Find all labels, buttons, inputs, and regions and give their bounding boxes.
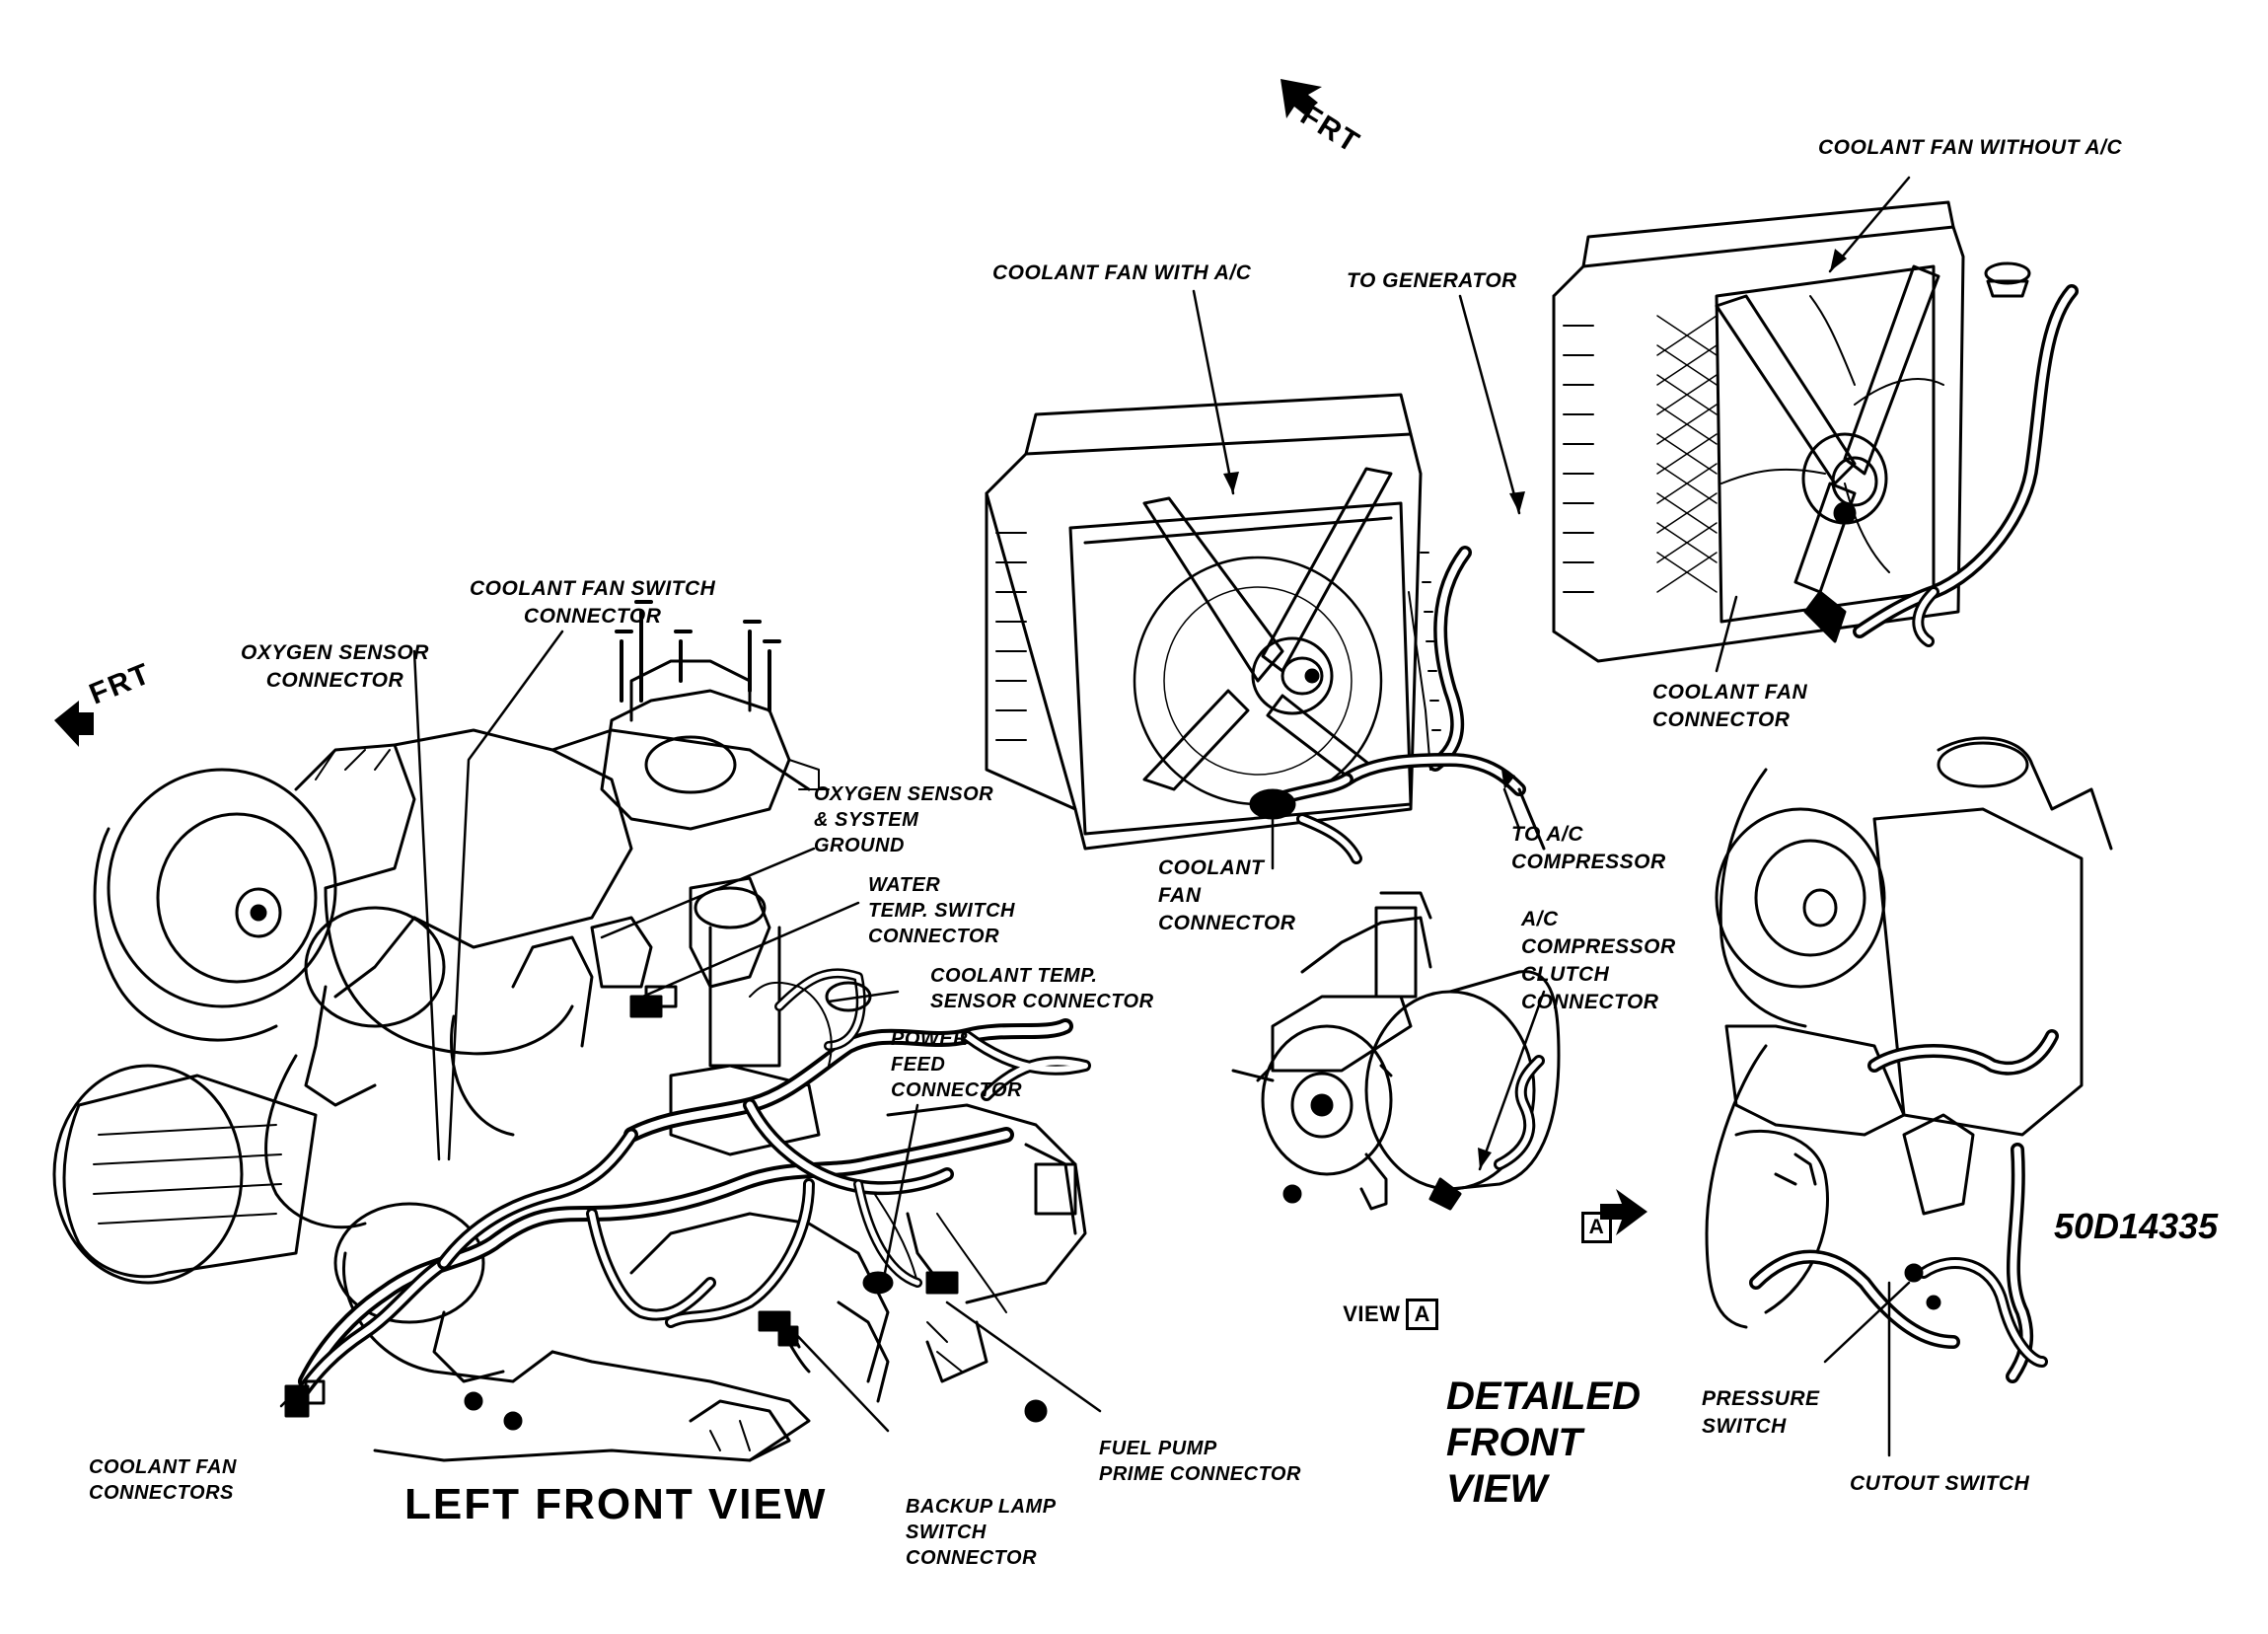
label-pressure-switch: PRESSURE SWITCH [1702,1387,1820,1438]
leader-arrowheads [286,249,1847,1406]
ac-compressor-view-a-illustration [1231,891,1561,1211]
a-marker: A [1569,1184,1613,1243]
radiator-fan-with-ac-illustration [985,393,1546,864]
view-a-arrow [1600,1189,1647,1235]
figure-code: 50D14335 [2054,1206,2219,1246]
frt-arrow-top [1280,79,1322,118]
detailed-front-view-illustration [1705,736,2113,1383]
view-letter-box: A [1406,1299,1438,1330]
label-power-feed-connector: POWER FEED CONNECTOR [891,1028,1023,1101]
label-coolant-fan-without-ac: COOLANT FAN WITHOUT A/C [1818,136,2123,159]
label-backup-lamp-switch-connector: BACKUP LAMP SWITCH CONNECTOR [906,1496,1057,1569]
label-coolant-temp-sensor-connector: COOLANT TEMP. SENSOR CONNECTOR [930,965,1154,1012]
label-ac-compressor-clutch-connector: A/C COMPRESSOR CLUTCH CONNECTOR [1521,908,1676,1013]
leader-lines [279,176,1911,1457]
left-front-view-illustration [52,600,1091,1462]
a-marker-box: A [1580,1212,1613,1243]
label-fuel-pump-prime-connector: FUEL PUMP PRIME CONNECTOR [1099,1438,1301,1485]
label-coolant-fan-connectors: COOLANT FAN CONNECTORS [89,1456,237,1504]
label-to-ac-compressor: TO A/C COMPRESSOR [1511,823,1666,873]
left-front-view-title: LEFT FRONT VIEW [404,1480,828,1528]
view-word: VIEW [1343,1301,1401,1326]
label-coolant-fan-with-ac: COOLANT FAN WITH A/C [992,261,1252,284]
label-cutout-switch: CUTOUT SWITCH [1850,1472,2030,1495]
label-water-temp-switch-connector: WATER TEMP. SWITCH CONNECTOR [868,874,1015,947]
frt-arrow-left [54,701,94,747]
label-oxygen-sensor-connector: OXYGEN SENSOR CONNECTOR [241,641,429,692]
radiator-fan-without-ac-illustration [1552,200,2079,663]
detailed-front-view-title: DETAILED FRONT VIEW [1446,1374,1642,1511]
label-coolant-fan-connector-mid: COOLANT FAN CONNECTOR [1158,856,1296,934]
label-coolant-fan-connector-right: COOLANT FAN CONNECTOR [1652,681,1808,731]
label-oxygen-sensor-system-ground: OXYGEN SENSOR & SYSTEM GROUND [814,783,994,856]
label-coolant-fan-switch-connector: COOLANT FAN SWITCH CONNECTOR [470,577,716,628]
label-to-generator: TO GENERATOR [1347,269,1517,292]
